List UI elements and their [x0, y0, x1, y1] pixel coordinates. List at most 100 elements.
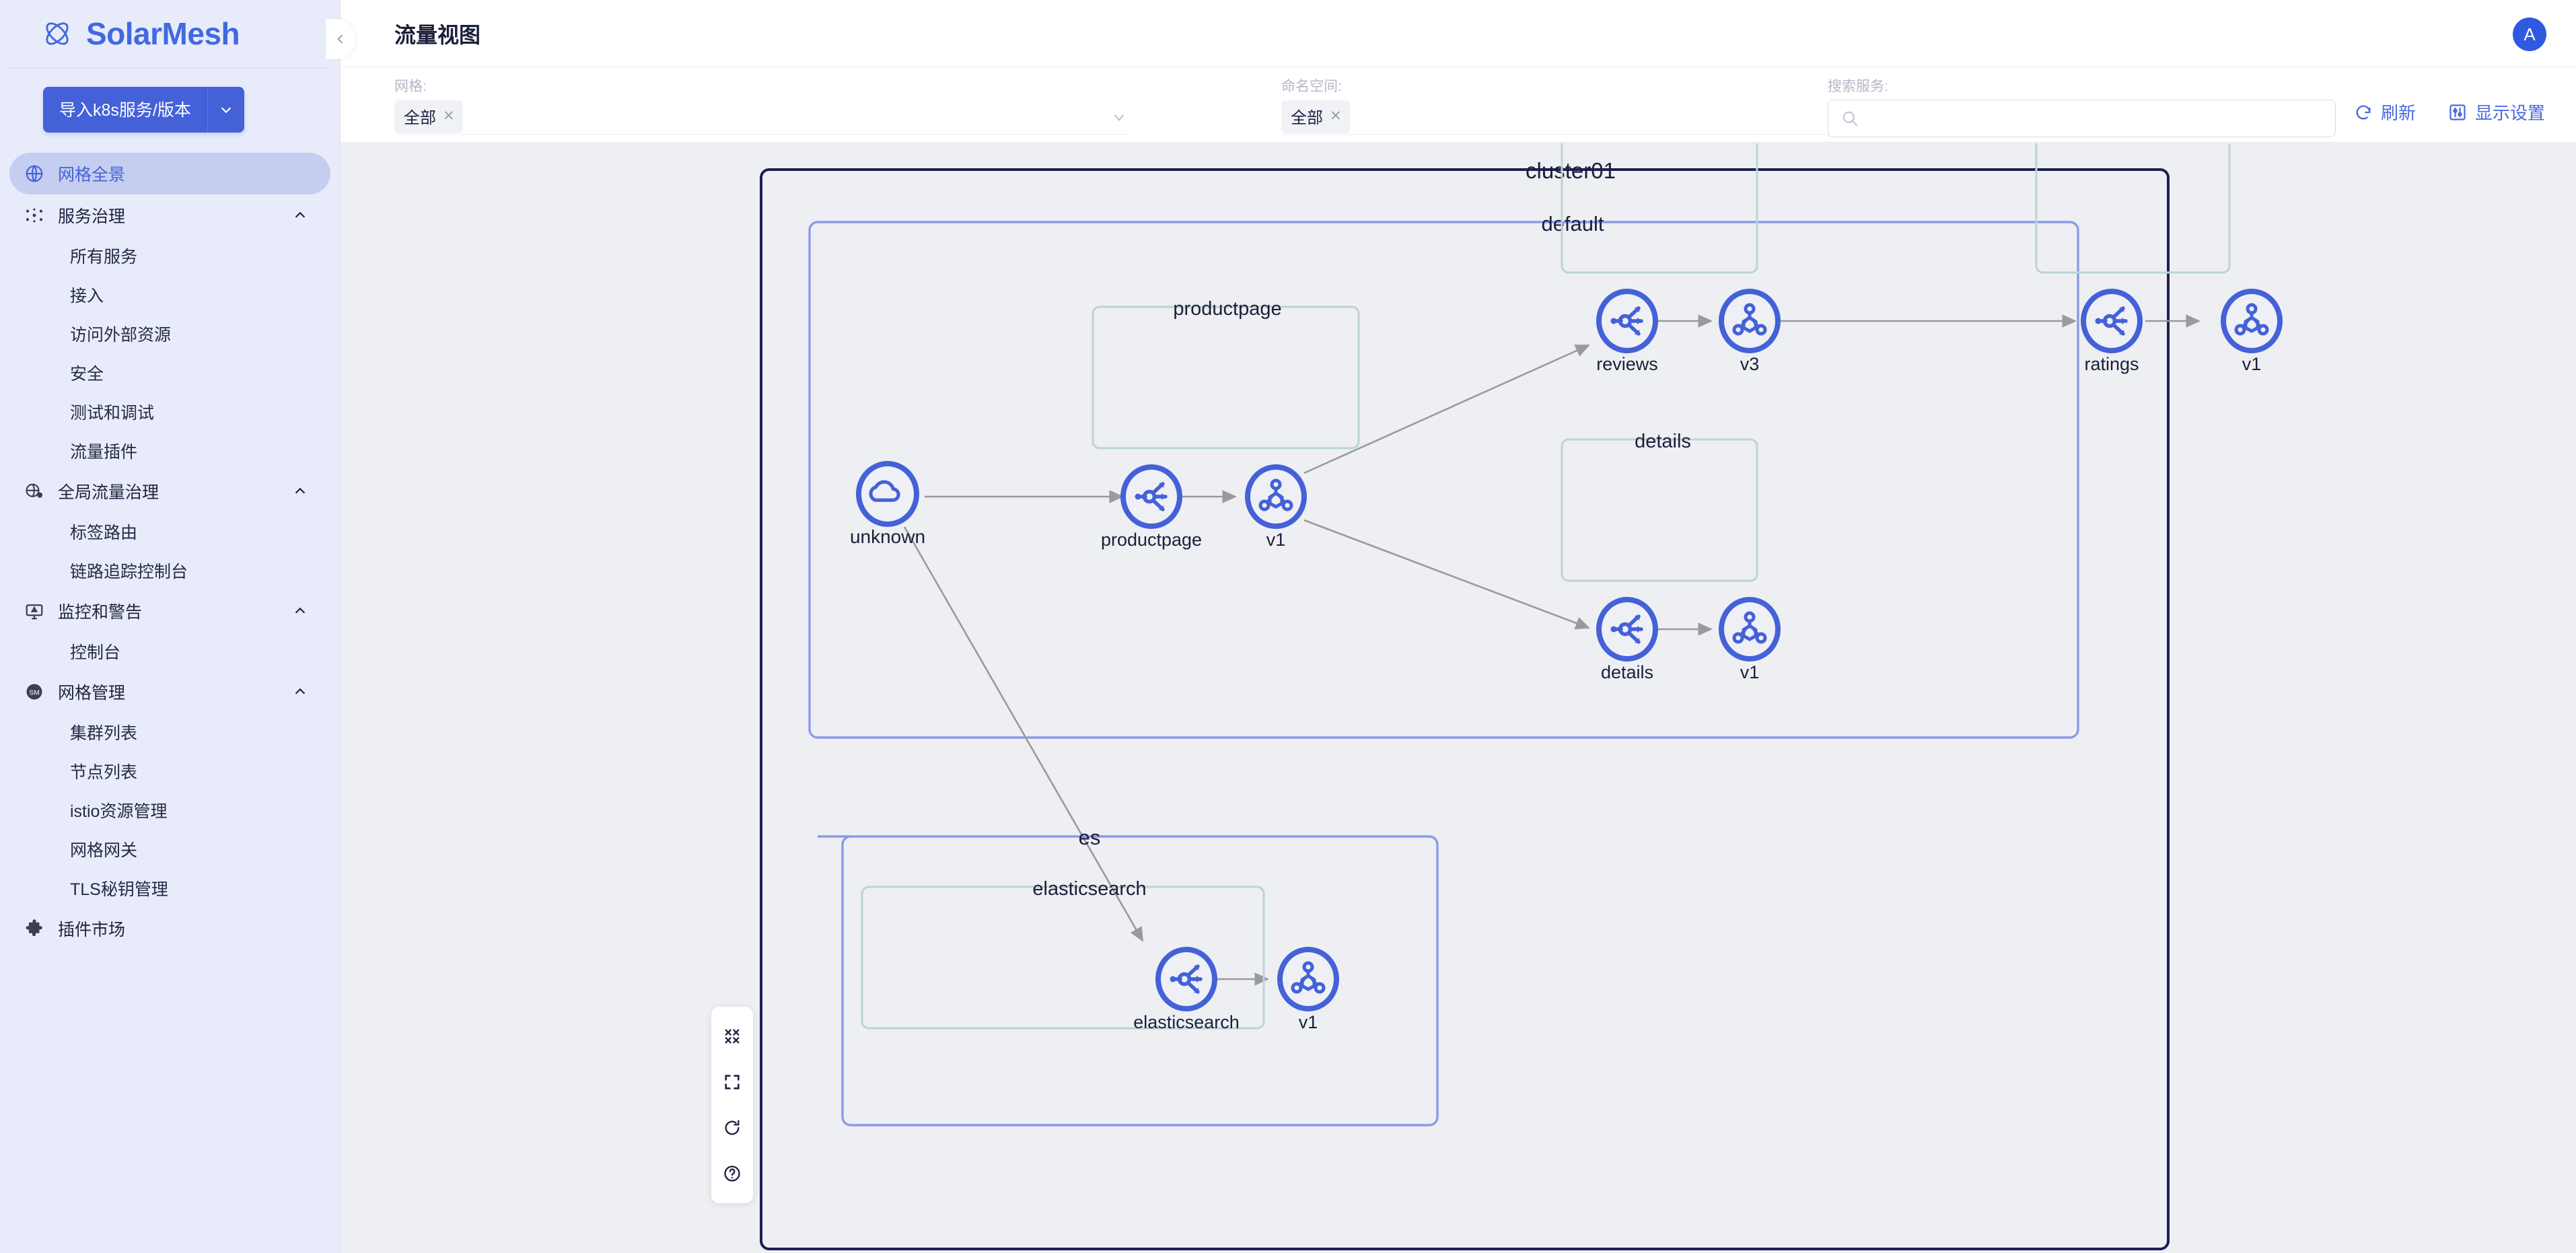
sidebar-item-traffic-plugins[interactable]: 流量插件 [0, 431, 340, 470]
mesh-filter: 网格: 全部 ✕ [394, 75, 1128, 135]
avatar-initial: A [2524, 24, 2536, 44]
import-k8s-button[interactable]: 导入k8s服务/版本 [43, 87, 244, 133]
expand-frame-icon [725, 1075, 740, 1089]
sidebar-item-label: 集群列表 [70, 724, 138, 743]
mesh-filter-value: 全部 [404, 109, 436, 127]
reload-icon [725, 1120, 740, 1135]
sidebar-item-cluster-list[interactable]: 集群列表 [0, 713, 340, 752]
sidebar-item-security[interactable]: 安全 [0, 353, 340, 392]
namespace-label: default [1541, 212, 1604, 236]
namespace-group-es[interactable]: es [818, 826, 1439, 1126]
chevron-down-icon [221, 107, 231, 114]
sidebar-item-mesh-gateway[interactable]: 网格网关 [0, 830, 340, 869]
mesh-filter-select[interactable]: 全部 ✕ [394, 100, 1128, 135]
import-button-dropdown[interactable] [207, 87, 244, 133]
chevron-down-icon[interactable] [1110, 108, 1128, 126]
service-group-reviews[interactable]: reviews [1561, 143, 1758, 274]
display-settings-button[interactable]: 显示设置 [2448, 100, 2545, 124]
display-settings-label: 显示设置 [2474, 103, 2545, 123]
sidebar-item-node-list[interactable]: 节点列表 [0, 752, 340, 791]
chevron-up-icon [295, 487, 306, 494]
brand-divider [9, 67, 330, 68]
topology-graph[interactable]: cluster01 default [341, 143, 2576, 1253]
node-details-v1[interactable]: v1 [1719, 597, 1781, 682]
graph-canvas[interactable]: cluster01 default [341, 143, 2576, 1253]
fullscreen-button[interactable] [715, 1059, 750, 1105]
service-group-details[interactable]: details [1561, 431, 1758, 582]
sidebar-collapse-button[interactable] [326, 19, 355, 59]
node-unknown[interactable]: unknown [850, 461, 925, 547]
sliders-icon [2449, 104, 2466, 120]
namespace-filter-select[interactable]: 全部 ✕ [1281, 100, 1887, 135]
sidebar: SolarMesh 导入k8s服务/版本 网格全景 [0, 0, 341, 1253]
node-label: ratings [2084, 354, 2139, 374]
search-box[interactable] [1828, 100, 2336, 137]
node-ratings-service[interactable]: ratings [2081, 289, 2143, 374]
node-elasticsearch-service[interactable]: elasticsearch [1133, 947, 1240, 1032]
sidebar-item-mesh-overview[interactable]: 网格全景 [9, 153, 330, 194]
service-group-productpage[interactable]: productpage [1092, 298, 1360, 450]
service-group-elasticsearch[interactable]: elasticsearch [861, 878, 1265, 1030]
sidebar-item-label: 监控和警告 [58, 603, 143, 622]
namespace-group-default[interactable]: default [808, 212, 2079, 739]
collapse-arrows-icon [725, 1029, 740, 1044]
close-icon[interactable]: ✕ [1330, 108, 1342, 124]
sidebar-item-label: 访问外部资源 [70, 326, 172, 345]
service-label: productpage [1173, 298, 1281, 320]
sidebar-item-label-routing[interactable]: 标签路由 [0, 512, 340, 551]
node-reviews-service[interactable]: reviews [1596, 289, 1658, 374]
node-ratings-v1[interactable]: v1 [2221, 289, 2283, 374]
fit-view-button[interactable] [715, 1013, 750, 1059]
sidebar-item-trace-console[interactable]: 链路追踪控制台 [0, 551, 340, 590]
import-button-label[interactable]: 导入k8s服务/版本 [43, 87, 208, 133]
main-area: 流量视图 A 网格: 全部 ✕ 命名空间: [326, 0, 2576, 1253]
sidebar-item-tls-keys[interactable]: TLS秘钥管理 [0, 869, 340, 908]
sidebar-item-ingress[interactable]: 接入 [0, 275, 340, 314]
namespace-filter-value: 全部 [1291, 109, 1323, 127]
cluster-group-cluster01[interactable]: cluster01 [760, 158, 2170, 1250]
graph-edges [903, 314, 2201, 986]
alert-monitor-icon [26, 604, 43, 620]
node-label: details [1601, 662, 1653, 682]
topbar: 流量视图 A [326, 0, 2576, 67]
close-icon[interactable]: ✕ [443, 108, 455, 124]
search-input[interactable] [1866, 109, 2297, 128]
node-label: v3 [1740, 354, 1760, 374]
sidebar-item-test-debug[interactable]: 测试和调试 [0, 392, 340, 431]
service-label: ratings [2106, 143, 2164, 144]
sidebar-item-label: 全局流量治理 [58, 483, 159, 502]
node-elasticsearch-v1[interactable]: v1 [1277, 947, 1339, 1032]
search-icon [1842, 111, 1858, 127]
sidebar-group-service-governance[interactable]: 服务治理 [9, 194, 330, 236]
sidebar-item-istio-resources[interactable]: istio资源管理 [0, 791, 340, 830]
sidebar-group-mesh-management[interactable]: SM 网格管理 [9, 671, 330, 713]
namespace-filter-tag[interactable]: 全部 ✕ [1281, 100, 1350, 133]
refresh-button[interactable]: 刷新 [2354, 100, 2416, 124]
service-label: reviews [1630, 143, 1696, 144]
node-details-service[interactable]: details [1596, 597, 1658, 682]
service-group-ratings[interactable]: ratings [2035, 143, 2231, 274]
node-productpage-service[interactable]: productpage [1101, 464, 1202, 550]
search-label: 搜索服务: [1828, 79, 1888, 94]
node-label: productpage [1101, 530, 1202, 550]
node-productpage-v1[interactable]: v1 [1245, 464, 1307, 550]
sidebar-item-console[interactable]: 控制台 [0, 632, 340, 671]
sm-badge-icon: SM [26, 684, 42, 700]
mesh-filter-label: 网格: [394, 79, 427, 94]
chevron-up-icon [295, 607, 306, 614]
atom-logo-icon [46, 22, 69, 45]
sidebar-item-label: 安全 [70, 365, 104, 384]
edge-productpagev1-reviews [1303, 344, 1590, 474]
sidebar-item-external-resources[interactable]: 访问外部资源 [0, 314, 340, 353]
sidebar-group-global-traffic[interactable]: 全局流量治理 [9, 470, 330, 512]
node-reviews-v3[interactable]: v3 [1719, 289, 1781, 374]
avatar[interactable]: A [2513, 17, 2546, 51]
sidebar-item-plugin-market[interactable]: 插件市场 [9, 908, 330, 950]
sidebar-nav: 网格全景 服务治理 所有服务 接入 访问外部资源 安全 测试和调试 流量插件 [0, 150, 340, 950]
sidebar-item-all-services[interactable]: 所有服务 [0, 236, 340, 275]
mesh-filter-tag[interactable]: 全部 ✕ [394, 100, 463, 133]
reset-layout-button[interactable] [715, 1105, 750, 1151]
sidebar-group-monitoring-alerts[interactable]: 监控和警告 [9, 590, 330, 632]
service-label: details [1635, 431, 1691, 452]
help-button[interactable] [715, 1151, 750, 1196]
